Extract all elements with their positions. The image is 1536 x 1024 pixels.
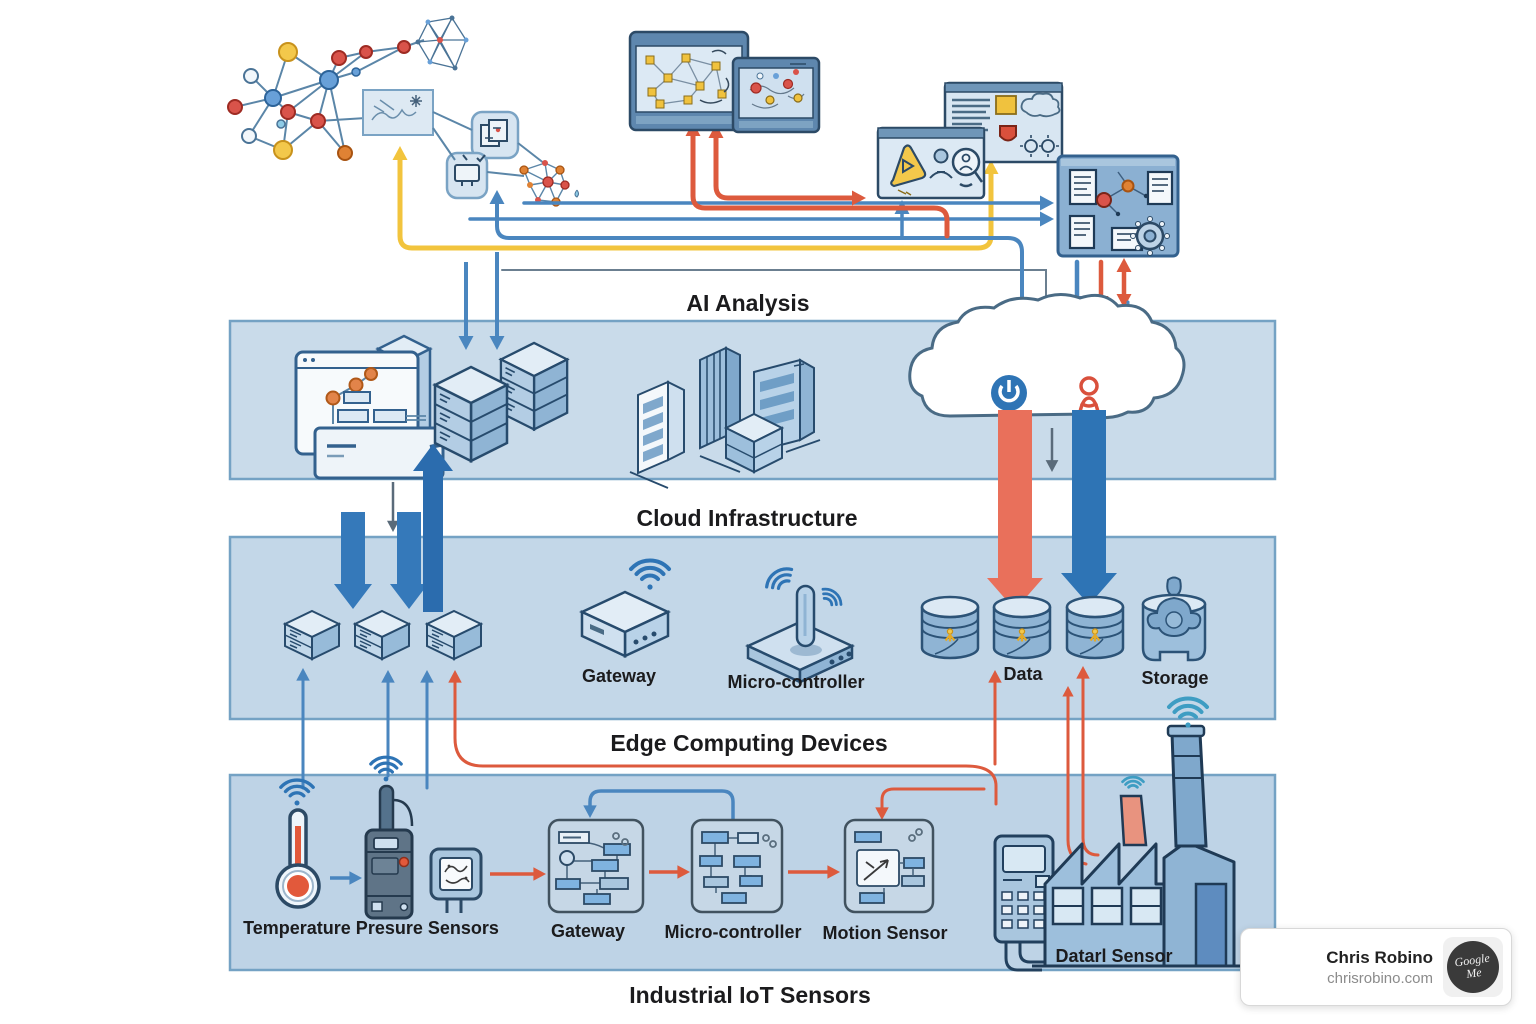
analytics-panel [1056,154,1180,258]
data-center-buildings [629,346,821,489]
pressure-sensor-device [364,755,414,920]
top-flow-arrows [392,122,1132,318]
warning-triangle-icon [890,144,927,196]
layer-label-edge-computing: Edge Computing Devices [610,730,888,756]
edge-node-boxes [284,610,482,660]
person-icon [929,148,953,179]
power-icon [991,375,1027,411]
wifi-icon [369,755,403,774]
factory [1032,696,1240,968]
sketch-card-icon [362,89,434,136]
network-monitor-small [731,56,821,134]
micro-controller-device [745,562,855,684]
neural-network-graph [227,15,579,207]
tall-chimney [1170,731,1208,848]
edge-data-label: Data [1003,664,1043,684]
data-sensor-label: Datarl Sensor [1055,946,1173,966]
gear-icon [1130,216,1170,256]
edge-sensor-uplink-arrows [296,666,1100,866]
credit-name: Chris Robino [1326,947,1433,967]
motion-sensor-label: Motion Sensor [822,923,948,943]
thick-red-down-arrow [987,410,1043,610]
edge-storage-label: Storage [1141,668,1209,688]
motion-sensor-box [843,818,935,914]
small-network-mesh-icon [415,15,469,71]
layer-label-ai-analysis: AI Analysis [686,290,810,316]
credit-card: Chris Robino chrisrobino.com Google Me [1240,928,1512,1006]
thermometer-sensor [275,778,321,909]
credit-text: Chris Robino chrisrobino.com [1326,948,1433,987]
thick-blue-down-arrow [1061,410,1117,605]
layer-label-industrial-iot: Industrial IoT Sensors [629,982,871,1008]
gateway-flowchart-box [547,818,645,914]
red-chimney [1119,794,1148,847]
badge-text: Google Me [1453,951,1491,981]
temperature-pressure-label: Temperature Presure Sensors [243,918,499,938]
network-monitor-large [628,30,750,132]
database-cylinders [920,595,1125,660]
user-figure-icon [1078,376,1100,413]
cloud-icon [908,293,1186,419]
industrial-gateway-label: Gateway [550,921,626,941]
cloud-to-edge-arrows [334,252,1117,612]
flowchart-monitor [294,334,482,532]
app-badge-icon [470,110,520,160]
thick-blue-down-arrow [334,512,372,609]
keypad-controller [993,834,1055,972]
sensor-module [429,847,483,913]
micro-controller-flowchart-box [690,818,784,914]
layer-label-cloud-infrastructure: Cloud Infrastructure [636,505,858,531]
thick-blue-up-arrow [413,444,453,612]
orange-network-mesh-icon [519,160,579,207]
magnifier-person-icon [951,147,984,188]
credit-website: chrisrobino.com [1327,969,1433,987]
alert-dashboard-window [876,126,986,200]
google-me-badge-circle: Google Me [1447,941,1499,993]
gear-icon [1020,135,1059,157]
edge-micro-controller-label: Micro-controller [727,672,865,692]
google-me-badge: Google Me [1443,937,1503,997]
industrial-micro-controller-label: Micro-controller [664,922,802,942]
thick-blue-down-arrow [390,512,428,609]
monitor-badge-icon [445,151,489,200]
edge-gateway-label: Gateway [581,666,657,686]
storage-container [1141,576,1207,662]
gateway-device [579,558,671,658]
